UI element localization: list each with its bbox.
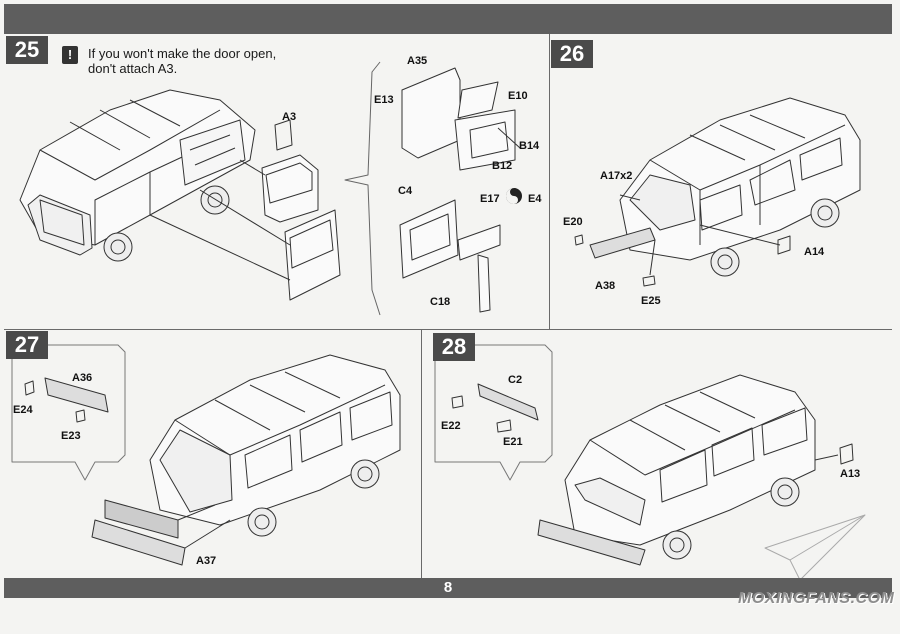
part-label-e17: E17 (480, 193, 500, 205)
part-label-a35: A35 (407, 55, 428, 67)
part-label-c18: C18 (430, 296, 451, 308)
part-label-b12: B12 (492, 160, 513, 172)
part-label-a13: A13 (840, 468, 861, 480)
part-label-a3: A3 (282, 111, 297, 123)
part-label-a37: A37 (196, 555, 217, 567)
part-label-a38: A38 (595, 280, 616, 292)
yin-yang-icon (506, 188, 522, 204)
van-step26 (574, 97, 861, 287)
part-label-e22: E22 (441, 420, 461, 432)
panel-divider-vertical-bottom (421, 330, 422, 578)
part-label-e24: E24 (13, 404, 33, 416)
warning-icon: ! (62, 46, 78, 64)
part-label-e20: E20 (563, 216, 583, 228)
part-label-e4: E4 (528, 193, 542, 205)
note-text: If you won't make the door open, don't a… (88, 46, 277, 76)
panel-divider-horizontal (4, 329, 892, 330)
step-25-number: 25 (6, 36, 48, 64)
step-25-note: ! If you won't make the door open, don't… (62, 46, 322, 76)
van-step25 (19, 89, 256, 262)
door-parts-step25 (149, 119, 341, 301)
grille-part-a36 (24, 377, 109, 423)
paper-plane-logo (764, 514, 866, 581)
page-number: 8 (4, 578, 892, 598)
part-label-e21: E21 (503, 436, 523, 448)
part-label-e25: E25 (641, 295, 661, 307)
watermark-text: MOXINGFANS.COM (738, 590, 895, 607)
part-label-a36: A36 (72, 372, 93, 384)
step-26-number: 26 (551, 40, 593, 68)
part-label-e23: E23 (61, 430, 81, 442)
door-subassembly-b (399, 199, 501, 313)
part-label-c2: C2 (508, 374, 523, 386)
step-27-number: 27 (6, 331, 48, 359)
parts-step28-callout (451, 383, 539, 433)
part-label-a17x2: A17x2 (600, 170, 633, 182)
part-label-b14: B14 (519, 140, 540, 152)
van-step27 (91, 354, 401, 566)
door-subassembly-a (401, 67, 521, 171)
part-label-a14: A14 (804, 246, 825, 258)
part-label-e13: E13 (374, 94, 394, 106)
panel-divider-vertical-top (549, 34, 550, 330)
van-step28 (537, 374, 854, 566)
step-28-number: 28 (433, 333, 475, 361)
header-bar (4, 4, 892, 34)
part-label-e10: E10 (508, 90, 528, 102)
part-label-c4: C4 (398, 185, 413, 197)
